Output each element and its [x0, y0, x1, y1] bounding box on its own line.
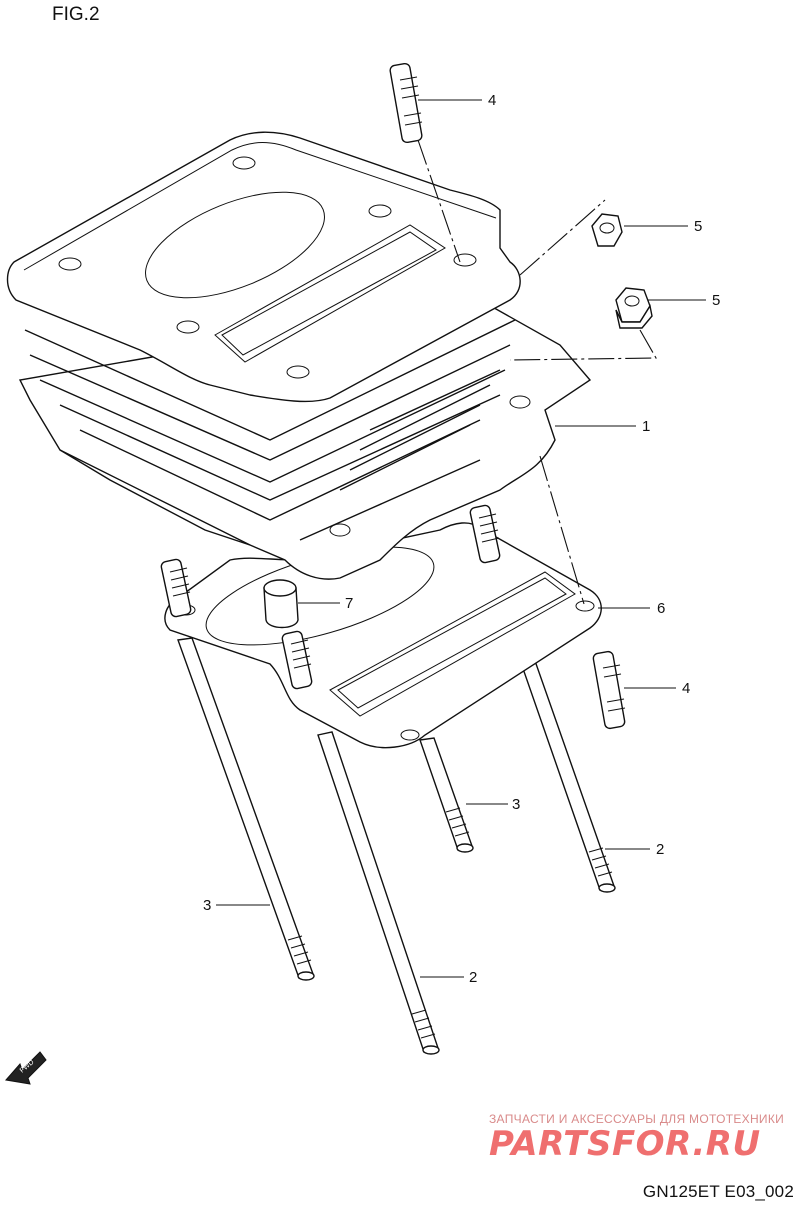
dowel-pin [263, 579, 299, 629]
cap-nut-upper [591, 213, 623, 247]
figure-title: FIG.2 [52, 4, 100, 25]
callout-nut-upper: 5 [694, 218, 702, 235]
through-bolt-center [419, 737, 474, 853]
callout-stud-right: 4 [682, 680, 690, 697]
short-stud-center [281, 630, 313, 690]
diagram-code: GN125ET E03_002 [642, 1182, 794, 1201]
callout-bolt-center: 3 [512, 796, 520, 813]
through-bolt-left [177, 637, 315, 981]
callout-dowel: 7 [345, 595, 353, 612]
stud-top [389, 62, 423, 144]
cylinder-block [6, 131, 592, 580]
callout-bolt-left: 3 [203, 897, 211, 914]
callout-bolt-bottom: 2 [469, 969, 477, 986]
callout-gasket: 6 [657, 600, 665, 617]
stud-right [592, 650, 626, 730]
watermark-logo: PARTSFOR.RU [489, 1124, 761, 1164]
fwd-arrow-icon: FWD [5, 1051, 47, 1085]
callout-stud-top: 4 [488, 92, 496, 109]
short-stud-right [469, 504, 501, 564]
callout-nut-lower: 5 [712, 292, 720, 309]
cylinder-base-gasket [164, 522, 602, 749]
short-stud-left [160, 558, 192, 618]
callout-cylinder: 1 [642, 418, 650, 435]
cap-nut-lower [615, 287, 653, 329]
through-bolt-bottom [317, 731, 440, 1055]
callout-bolt-right: 2 [656, 841, 664, 858]
watermark-subtitle: ЗАПЧАСТИ И АКСЕССУАРЫ ДЛЯ МОТОТЕХНИКИ [489, 1112, 785, 1126]
